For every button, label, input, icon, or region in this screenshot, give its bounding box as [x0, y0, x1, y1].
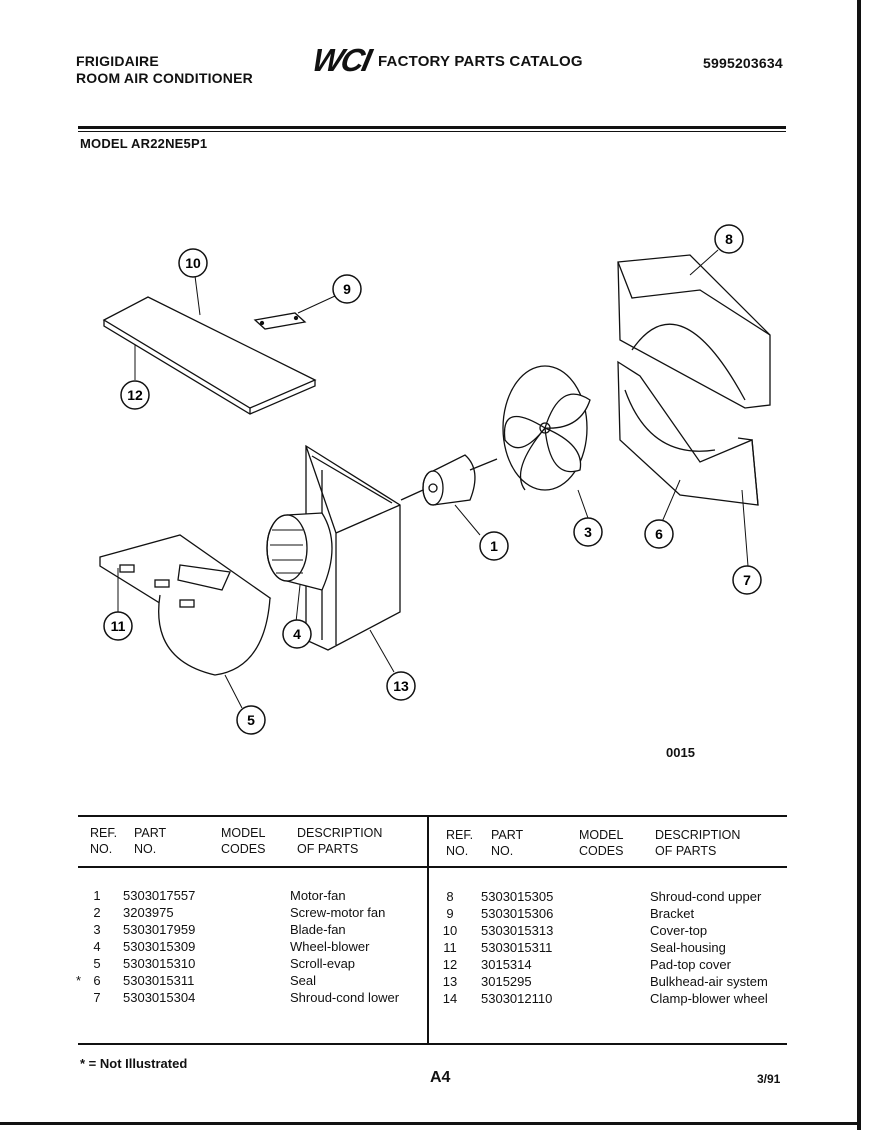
header-ref: REF.NO.	[90, 826, 118, 856]
catalog-number: 5995203634	[703, 55, 783, 71]
table-header-rule	[78, 866, 787, 868]
callout-3: 3	[573, 517, 603, 547]
figure-code: 0015	[666, 745, 695, 760]
svg-text:5: 5	[247, 712, 255, 728]
svg-text:8: 8	[725, 231, 733, 247]
callout-11: 11	[103, 611, 133, 641]
wci-logo: WCI	[309, 42, 374, 78]
table-top-rule	[78, 815, 787, 817]
callout-9: 9	[332, 274, 362, 304]
table-column-divider	[427, 815, 429, 1045]
svg-text:13: 13	[393, 678, 409, 694]
callout-5: 5	[236, 705, 266, 735]
scroll-housing-part	[99, 534, 272, 676]
shroud-upper-part	[617, 254, 771, 409]
blower-wheel-part	[266, 512, 333, 591]
page-bottom-border	[0, 1122, 860, 1125]
cover-top-part	[102, 296, 317, 415]
callout-12: 12	[120, 380, 150, 410]
revision-date: 3/91	[757, 1072, 781, 1086]
bulkhead-part	[305, 444, 401, 651]
callout-layer: 1 3 4 5 6 7 8 9 10 11 12 13	[103, 224, 762, 735]
svg-text:10: 10	[185, 255, 201, 271]
svg-text:6: 6	[655, 526, 663, 542]
header-rule-thin	[78, 131, 786, 132]
catalog-title: FACTORY PARTS CATALOG	[378, 53, 583, 70]
callout-7: 7	[732, 565, 762, 595]
not-illustrated-note: * = Not Illustrated	[80, 1056, 188, 1071]
bracket-part	[253, 312, 307, 330]
header-rule	[78, 126, 786, 129]
product-name: ROOM AIR CONDITIONER	[76, 70, 253, 86]
model-number: MODEL AR22NE5P1	[80, 136, 208, 151]
svg-text:1: 1	[490, 538, 498, 554]
callout-10: 10	[178, 248, 208, 278]
svg-text:7: 7	[743, 572, 751, 588]
shroud-lower-part	[617, 360, 759, 506]
svg-text:9: 9	[343, 281, 351, 297]
header-ref-right: REF.NO.	[446, 828, 474, 858]
svg-text:3: 3	[584, 524, 592, 540]
motor-fan-part	[400, 454, 498, 506]
table-bottom-rule	[78, 1043, 787, 1045]
callout-4: 4	[282, 619, 312, 649]
callout-6: 6	[644, 519, 674, 549]
callout-1: 1	[479, 531, 509, 561]
svg-text:11: 11	[111, 618, 126, 634]
svg-text:12: 12	[127, 387, 143, 403]
callout-8: 8	[714, 224, 744, 254]
svg-text:4: 4	[293, 626, 301, 642]
brand-name: FRIGIDAIRE	[76, 53, 159, 69]
not-illustrated-mark: *	[76, 973, 82, 988]
callout-13: 13	[386, 671, 416, 701]
exploded-parts-diagram	[99, 249, 771, 709]
page-border	[857, 0, 861, 1130]
page-number: A4	[430, 1069, 451, 1086]
fan-blade-part	[502, 365, 591, 491]
